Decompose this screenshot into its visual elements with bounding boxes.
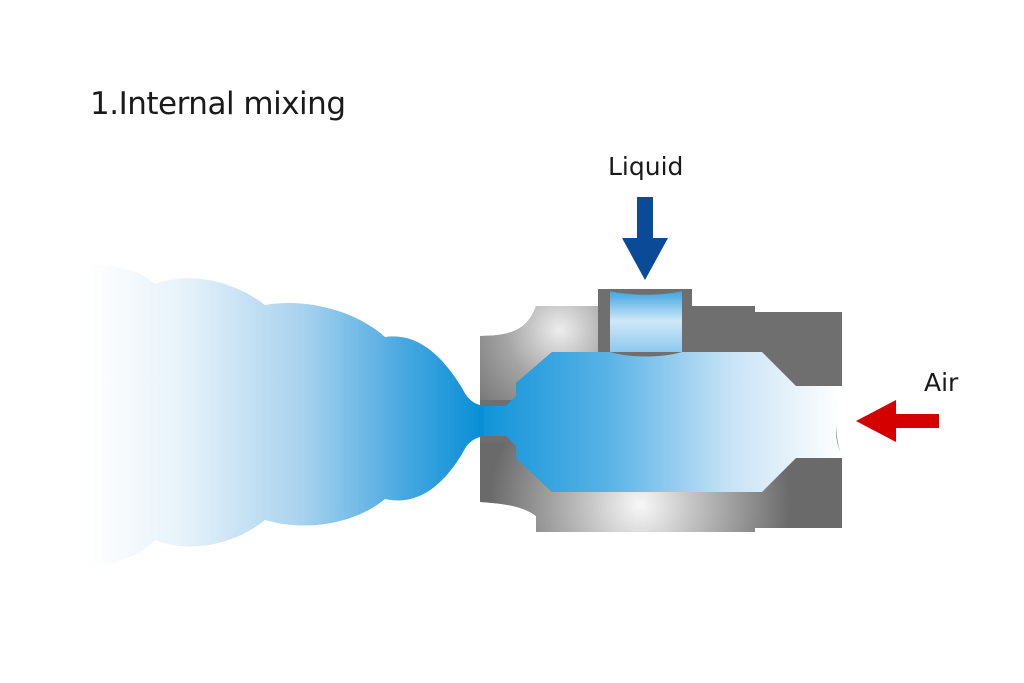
spray-plume: [85, 265, 484, 566]
diagram-title: 1.Internal mixing: [90, 86, 346, 122]
nozzle-highlight-top: [480, 306, 598, 400]
mixing-chamber: [484, 352, 842, 492]
liquid-arrow: [622, 197, 668, 280]
liquid-label: Liquid: [608, 152, 684, 181]
air-label: Air: [924, 368, 959, 397]
nozzle-highlight-bottom: [480, 442, 842, 532]
liquid-inlet: [610, 291, 682, 352]
air-inlet: [836, 386, 850, 458]
air-arrow: [856, 400, 939, 442]
